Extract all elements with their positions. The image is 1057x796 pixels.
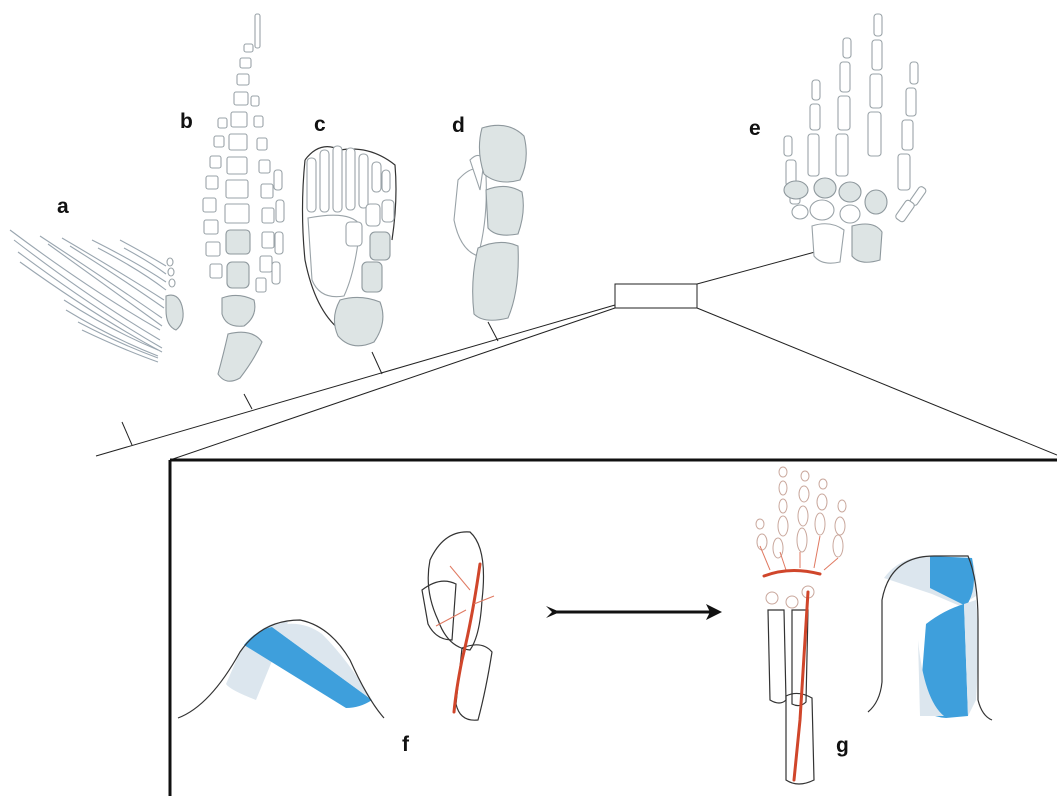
- fin-c-skeleton: [303, 146, 397, 346]
- limb-e-hand: [784, 14, 927, 263]
- limb-bud-g: [868, 556, 992, 720]
- panel-label-g: g: [836, 734, 849, 757]
- limb-skeleton-g: [756, 467, 846, 784]
- fin-a-rays: [10, 230, 183, 362]
- panel-label-f: f: [402, 733, 410, 756]
- panel-label-b: b: [180, 110, 193, 133]
- transformation-arrow: [546, 604, 722, 620]
- panel-label-d: d: [452, 114, 465, 137]
- fin-d-skeleton: [454, 125, 526, 320]
- magnification-indicator: [170, 284, 1057, 460]
- phylogeny-tree: [96, 252, 815, 456]
- fin-skeleton-f: [422, 532, 494, 720]
- fin-b-skeleton: [203, 14, 284, 381]
- panel-label-c: c: [314, 113, 326, 136]
- limb-bud-f: [178, 620, 384, 718]
- panel-label-a: a: [57, 195, 69, 218]
- panel-label-e: e: [749, 117, 761, 140]
